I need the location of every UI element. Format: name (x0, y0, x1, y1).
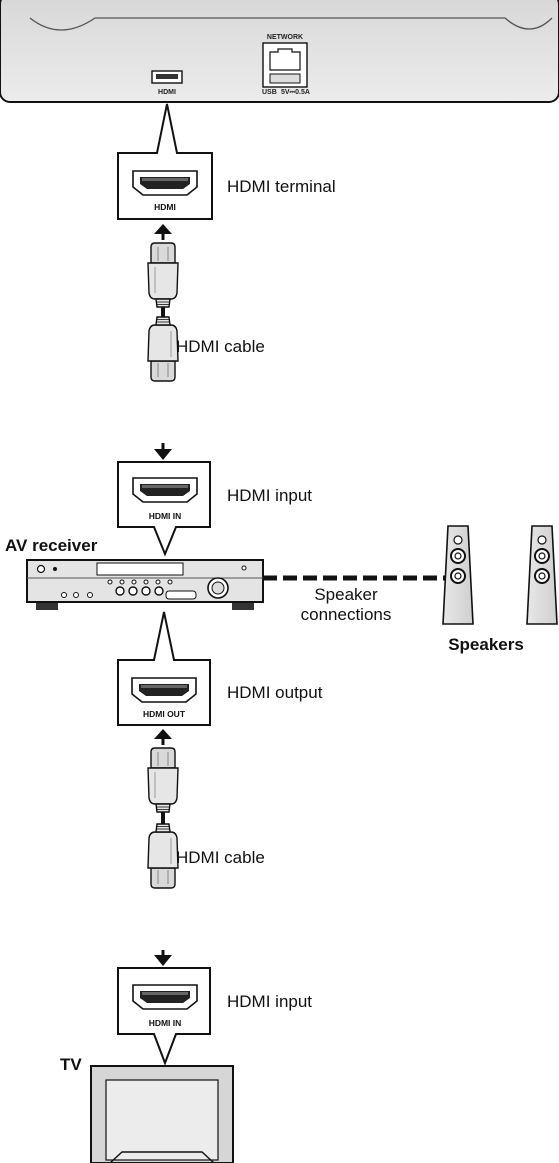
tv-input-label: HDMI input (227, 992, 312, 1011)
player-terminal-callout: HDMI (117, 103, 213, 220)
cable-1-label: HDMI cable (176, 337, 265, 356)
hdmi-cable-1 (147, 224, 179, 460)
tv-input-callout: HDMI IN (117, 967, 211, 1066)
player-hdmi-label: HDMI (158, 89, 176, 96)
network-label: NETWORK (267, 34, 303, 41)
network-port: NETWORK (262, 34, 308, 88)
usb-rating: 5V⎓0.5A (281, 89, 310, 96)
receiver-output-callout: HDMI OUT (117, 611, 211, 726)
usb-label: USB (262, 89, 277, 96)
receiver-input-label: HDMI input (227, 486, 312, 505)
svg-text:HDMI IN: HDMI IN (149, 1018, 182, 1028)
speakers-label: Speakers (448, 635, 524, 654)
player-rear-panel: HDMI NETWORK USB 5V⎓0.5A (0, 0, 559, 103)
hdmi-terminal-label: HDMI terminal (227, 177, 336, 196)
receiver-input-callout: HDMI IN (117, 461, 211, 557)
down-arrow-icon (154, 955, 172, 966)
svg-text:HDMI IN: HDMI IN (149, 511, 182, 521)
av-receiver (26, 559, 264, 610)
cable-2-label: HDMI cable (176, 848, 265, 867)
speaker-connections-label-line1: Speaker (314, 585, 378, 604)
hdmi-cable-2 (147, 729, 179, 966)
speaker-left (442, 525, 474, 625)
av-receiver-label: AV receiver (5, 536, 98, 555)
receiver-output-label: HDMI output (227, 683, 323, 702)
up-arrow-icon (154, 224, 172, 234)
speaker-connections-label-line2: connections (301, 605, 392, 624)
player-hdmi-port: HDMI (151, 70, 183, 96)
tv (90, 1065, 234, 1163)
up-arrow-icon (154, 729, 172, 739)
down-arrow-icon (154, 449, 172, 460)
tv-label: TV (60, 1055, 82, 1074)
svg-text:HDMI: HDMI (154, 202, 176, 212)
svg-text:HDMI OUT: HDMI OUT (143, 709, 186, 719)
speaker-right (526, 525, 558, 625)
